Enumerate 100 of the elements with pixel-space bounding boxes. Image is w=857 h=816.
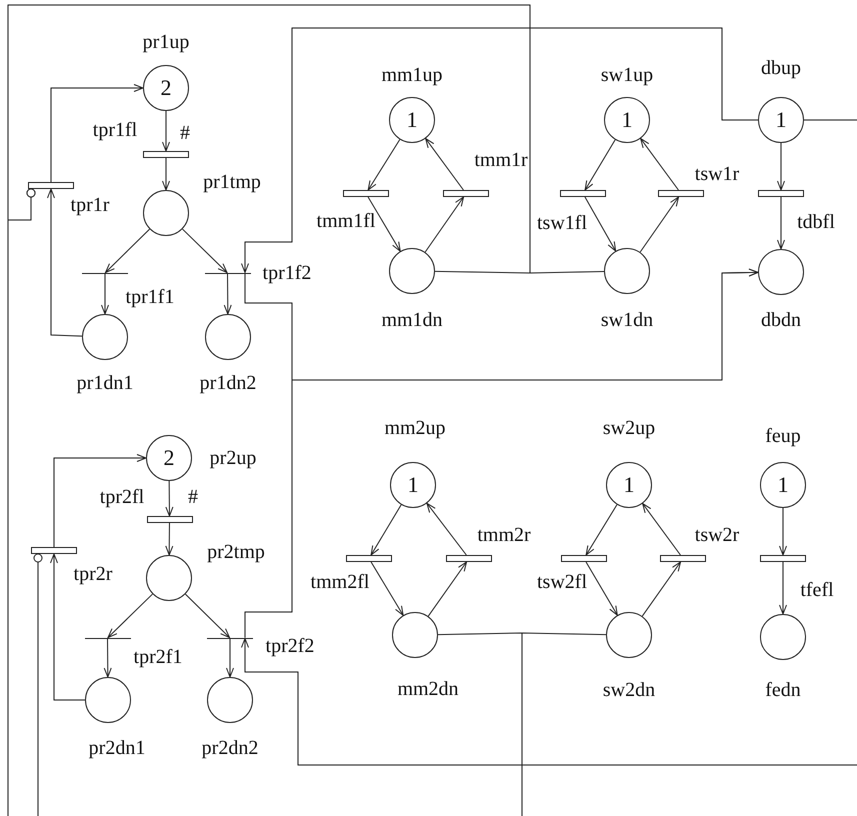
transition-bar (343, 190, 389, 197)
place-name: pr2dn2 (202, 738, 258, 758)
token-count: 1 (778, 474, 788, 496)
arrow (640, 138, 679, 190)
place-name: pr1tmp (203, 172, 261, 192)
place-name: mm1up (381, 65, 443, 85)
inhibitor-arc (8, 188, 36, 816)
arrow (370, 562, 404, 616)
place-circle (760, 462, 806, 508)
transition-name: tpr2r (74, 564, 112, 584)
transition-bar (446, 555, 492, 562)
arrow (184, 594, 230, 638)
arrow (777, 142, 785, 190)
transition-name: tmm1r (474, 150, 528, 170)
arrow (642, 562, 682, 617)
arrow (241, 28, 758, 273)
arrow (370, 504, 402, 556)
transition-name: tpr1fl (92, 120, 138, 140)
transition-name: tpr2fl (100, 487, 144, 507)
arrow (54, 454, 146, 548)
place-name: fedn (765, 680, 801, 700)
transition-bar (31, 547, 77, 554)
arrow (182, 228, 228, 273)
arrow (779, 508, 787, 556)
arrow (584, 139, 616, 190)
place-name: pr2tmp (207, 542, 265, 562)
transition-bar (658, 190, 704, 197)
token-count: 1 (624, 474, 634, 496)
place-circle (207, 677, 253, 723)
transition-line (204, 272, 250, 274)
place-circle (143, 190, 189, 236)
arrow (50, 554, 86, 700)
arrow (50, 84, 144, 182)
place-name: sw1up (600, 65, 654, 85)
place-name: feup (765, 426, 801, 446)
place-name: pr1up (142, 32, 190, 52)
transition-name: tfefl (800, 580, 834, 600)
arrow (101, 273, 109, 314)
place-circle (390, 462, 436, 508)
place-circle (146, 435, 192, 481)
arrow (642, 503, 681, 556)
arrow (224, 273, 232, 314)
place-name: sw2dn (602, 680, 656, 700)
place-name: pr1dn1 (76, 373, 134, 393)
place-circle (604, 248, 650, 294)
arrow (108, 594, 154, 638)
arrow (47, 188, 83, 337)
transition-name: tsw2r (694, 525, 740, 545)
place-circle (606, 612, 652, 658)
arrow (424, 196, 464, 253)
arrow (586, 504, 618, 556)
transition-name: tsw2fl (537, 572, 587, 592)
arrow (162, 158, 170, 190)
place-circle (758, 249, 804, 295)
transition-bar (143, 151, 189, 158)
place-circle (85, 677, 131, 723)
transition-bar (758, 190, 804, 197)
firing-mark: # (180, 123, 190, 143)
arrow (226, 638, 234, 678)
place-name: mm2dn (397, 679, 459, 699)
arrow (779, 562, 787, 614)
transition-name: tpr2f1 (134, 647, 182, 667)
transition-bar (146, 516, 192, 523)
place-name: pr2dn1 (88, 738, 146, 758)
place-circle (760, 614, 806, 660)
arrow (368, 196, 401, 252)
arrow (425, 138, 464, 190)
arrow (165, 480, 174, 516)
transition-name: tpr1f1 (126, 287, 174, 307)
arrow (104, 638, 112, 678)
arrow (241, 638, 857, 766)
place-circle (205, 314, 251, 360)
token-count: 1 (406, 109, 418, 131)
transition-line (82, 272, 128, 274)
place-name: sw2up (602, 418, 656, 438)
arrow (165, 522, 174, 556)
place-circle (82, 314, 128, 360)
firing-mark: # (188, 487, 198, 507)
place-circle (606, 462, 652, 508)
transition-name: tmm2r (477, 525, 531, 545)
transition-name: tmm1fl (316, 211, 376, 231)
transition-name: tmm2fl (310, 572, 370, 592)
inhibitor-arc (34, 554, 42, 816)
token-count: 1 (408, 474, 418, 496)
connector-line (522, 632, 606, 816)
token-count: 2 (164, 447, 174, 469)
place-circle (146, 555, 192, 601)
arrow (428, 562, 468, 617)
place-circle (392, 612, 438, 658)
transition-name: tdbfl (797, 212, 835, 232)
arrow (777, 196, 785, 250)
place-circle (389, 97, 435, 143)
transition-name: tsw1r (694, 164, 740, 184)
place-circle (604, 97, 650, 143)
transition-bar (443, 190, 489, 197)
token-count: 1 (776, 109, 786, 131)
arrow (162, 110, 170, 152)
transition-name: tpr2f2 (266, 636, 314, 656)
transition-bar (346, 555, 392, 562)
arrow (105, 228, 150, 273)
